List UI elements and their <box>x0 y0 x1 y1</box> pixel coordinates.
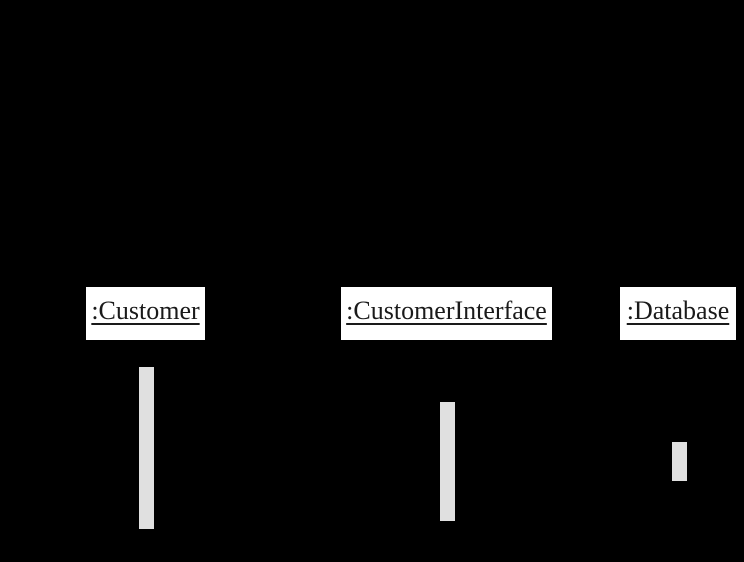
lifeline-label-customer-interface: :CustomerInterface <box>346 295 547 325</box>
activation-bar-database <box>672 442 687 481</box>
lifeline-label-database: :Database <box>626 295 730 325</box>
lifeline-head-database: :Database <box>620 287 736 340</box>
activation-bar-customer <box>139 367 154 529</box>
lifeline-head-customer: :Customer <box>86 287 205 340</box>
lifeline-label-customer: :Customer <box>91 295 200 325</box>
activation-bar-customer-interface <box>440 402 455 521</box>
lifeline-head-customer-interface: :CustomerInterface <box>341 287 552 340</box>
